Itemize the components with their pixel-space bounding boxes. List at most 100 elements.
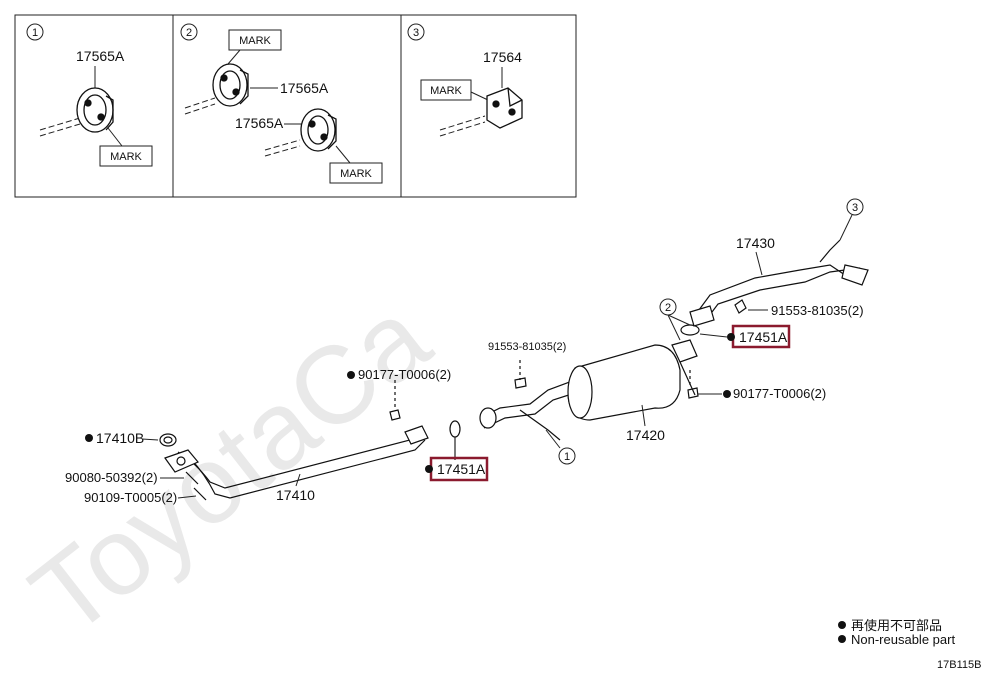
callouts [545, 198, 864, 465]
hanger-rod [184, 103, 216, 115]
mark-box [99, 145, 153, 167]
callout-number: 1 [564, 451, 570, 463]
legend-text: 再使用不可部品 [851, 618, 943, 633]
callout-circle [558, 447, 576, 465]
legend-english: Non-reusable part [838, 632, 955, 647]
muffler-end [567, 365, 593, 419]
non-reusable-dot [723, 390, 731, 398]
hanger-bracket [819, 239, 841, 263]
leader-line [141, 438, 159, 441]
non-reusable-dot [425, 465, 433, 473]
mark-label: MARK [239, 35, 271, 47]
leader-line [335, 145, 351, 164]
mark-label: MARK [110, 151, 142, 163]
leader-line [295, 473, 301, 487]
part-label-90080: 90080-50392(2) [65, 470, 158, 485]
mark-label: MARK [430, 85, 462, 97]
rubber-hanger-icon [300, 108, 337, 152]
rubber-hanger-icon [212, 63, 249, 107]
nut [389, 409, 401, 421]
leader-line [227, 49, 241, 65]
muffler-flange [671, 339, 698, 363]
inset-frame [14, 14, 577, 198]
pipe-flange [479, 407, 497, 429]
part-label: 17565A [235, 115, 284, 131]
part-label-17410: 17410 [276, 487, 315, 503]
callout-number: 3 [852, 202, 858, 214]
hanger-rod [264, 145, 301, 157]
leader-line [545, 429, 561, 449]
part-label-91553-top: 91553-81035(2) [771, 303, 864, 318]
part-label-17430: 17430 [736, 235, 775, 251]
inset-panels [14, 14, 577, 198]
mark-box [420, 79, 472, 101]
leader-line [667, 314, 691, 326]
inset-number: 1 [32, 27, 38, 39]
legend-text: Non-reusable part [851, 632, 956, 647]
callout-circle [846, 198, 864, 216]
non-reusable-dot [347, 371, 355, 379]
hanger-rod [39, 123, 81, 137]
leader-line [641, 404, 646, 427]
rubber-hanger-icon [76, 87, 114, 133]
mark-box [228, 29, 282, 51]
inset-1: 1 17565A MARK [26, 23, 153, 167]
inset-number-badge [180, 23, 198, 41]
rubber-hanger-icon [486, 87, 523, 129]
non-reusable-dot [85, 434, 93, 442]
tail-pipe [695, 264, 846, 315]
hanger-rod [39, 117, 81, 131]
part-label-17420: 17420 [626, 427, 665, 443]
gasket-ring [159, 433, 177, 447]
leader-line [177, 495, 197, 499]
front-flange [164, 449, 199, 473]
gasket-ring [449, 420, 461, 438]
leader-line [755, 251, 763, 276]
hanger-rod [439, 121, 486, 137]
mark-box [329, 162, 383, 184]
watermark-text: ToyotaCa [9, 275, 452, 659]
part-label-17451A-left: 17451A [437, 461, 486, 477]
part-label-90177-right: 90177-T0006(2) [733, 386, 826, 401]
rear-flange [404, 425, 429, 445]
part-label-90109: 90109-T0005(2) [84, 490, 177, 505]
inset-number-badge [407, 23, 425, 41]
leader-line [470, 91, 489, 101]
hanger-rod [184, 97, 216, 109]
non-reusable-dot [727, 333, 735, 341]
mark-label: MARK [340, 168, 372, 180]
callout-number: 2 [665, 302, 671, 314]
gasket-ring [163, 436, 173, 444]
part-label: 17564 [483, 49, 522, 65]
inset-number: 3 [413, 27, 419, 39]
center-pipe [483, 391, 579, 429]
part-label-91553-mid: 91553-81035(2) [488, 341, 566, 353]
flange-hole [176, 456, 186, 466]
legend-japanese: 再使用不可部品 [838, 615, 942, 634]
inset-number: 2 [186, 27, 192, 39]
tail-pipe [705, 267, 861, 321]
bolt [185, 471, 199, 485]
figure-code: 17B115B [937, 659, 982, 671]
gasket-ring [680, 324, 700, 336]
leader-line [107, 127, 123, 147]
part-label-17410B: 17410B [96, 430, 144, 446]
part-label-17451A-right: 17451A [739, 329, 788, 345]
inset-number-badge [26, 23, 44, 41]
inset-3: 3 17564 MARK [407, 23, 523, 137]
bolt [514, 377, 527, 389]
part-label: 17565A [280, 80, 329, 96]
exhaust-assembly [159, 239, 869, 501]
bolt [734, 299, 747, 314]
hanger-rod [264, 139, 301, 151]
nut [687, 387, 699, 399]
inset-2: 2 MARK 17565A 17565A MARK [180, 23, 383, 184]
legend-dot-icon [838, 621, 846, 629]
hanger-rod [439, 115, 486, 131]
hanger-bracket [519, 409, 561, 441]
tail-flange [689, 305, 715, 327]
legend-dot-icon [838, 635, 846, 643]
part-label-90177-left: 90177-T0006(2) [358, 367, 451, 382]
leader-line [699, 333, 728, 338]
